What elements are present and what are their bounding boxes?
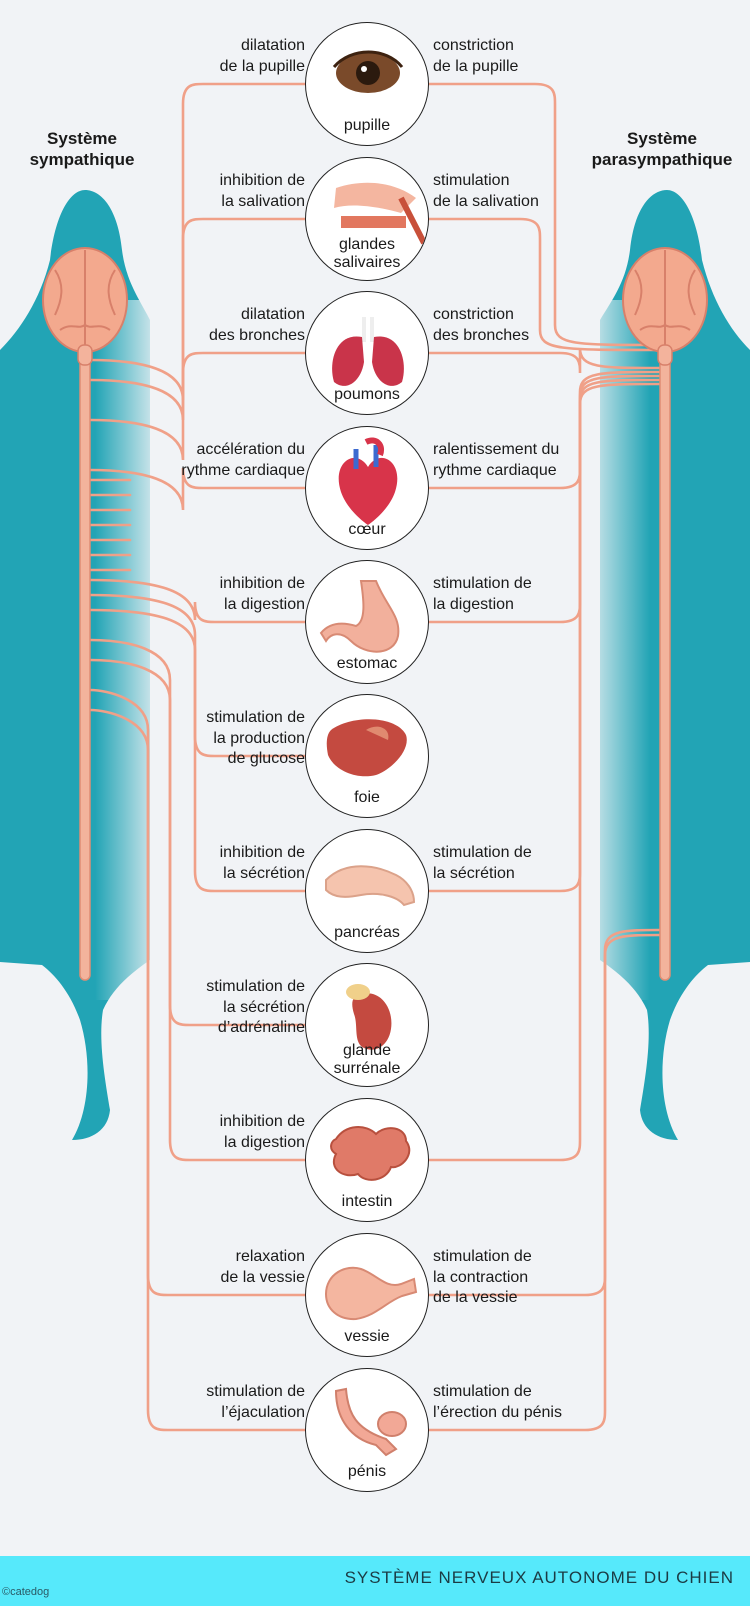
parasympathetic-effect-label: constriction des bronches [433,306,530,344]
dog-silhouette-right [580,190,750,1140]
parasympathetic-nerve-branch [427,217,662,352]
bladder-icon [324,1266,418,1321]
sympathetic-effect-label: inhibition de la salivation [219,172,305,210]
sympathetic-nerve-branch [88,638,307,1027]
dog-silhouette-left [0,190,165,1140]
organ-name: foie [354,789,380,806]
stomach-icon [319,580,400,653]
sympathetic-nerve-branch [88,708,307,1432]
organ-circle: pénis [305,1368,429,1492]
sympathetic-effect-label: stimulation de l’éjaculation [206,1383,305,1421]
nerve-pathways [88,82,662,1432]
spinal-cord-left [79,344,91,981]
salivary-glands-icon [334,182,427,245]
sympathetic-nerve-branch [88,658,307,1162]
parasympathetic-effect-label: stimulation de la contraction de la vess… [433,1248,532,1306]
sympathetic-nerve-branch [88,593,307,758]
organ-name: glandes salivaires [333,236,401,271]
eye-icon [332,50,404,93]
spinal-cord-right [659,344,671,981]
organ-circle: poumons [305,291,429,415]
adrenal-gland-icon [346,984,392,1050]
penis-icon [334,1387,407,1457]
organ-name: vessie [344,1328,390,1345]
organ-circle: glandes salivaires [305,157,429,281]
sympathetic-effect-label: stimulation de la production de glucose [206,709,305,767]
sympathetic-effect-label: dilatation de la pupille [219,37,305,75]
intestine-icon [330,1126,411,1181]
brain-icon-right [622,247,708,366]
organ-circle: pancréas [305,829,429,953]
lungs-icon [332,317,404,386]
sympathetic-nerve-branch [88,608,307,893]
nerve-diagram-graphics [0,82,750,1432]
organ-name: intestin [341,1193,393,1210]
liver-icon [326,719,407,777]
sympathetic-effect-label: inhibition de la digestion [219,1113,305,1151]
copyright-credit: ©catedog [2,1586,50,1598]
sympathetic-nerve-branch [88,688,307,1297]
parasympathetic-effect-label: ralentissement du rythme cardiaque [433,441,560,479]
organ-circle: glande surrénale [305,963,429,1087]
organ-name: glande surrénale [333,1042,401,1077]
sympathetic-effect-label: inhibition de la sécrétion [219,844,305,882]
sympathetic-effect-label: inhibition de la digestion [219,575,305,613]
sympathetic-nerve-branch [88,467,307,511]
parasympathetic-effect-label: stimulation de l’érection du pénis [433,1383,562,1421]
parasympathetic-nerve-branch [427,347,662,374]
sympathetic-effect-label: accélération du rythme cardiaque [181,441,305,479]
organ-name: pancréas [334,924,400,941]
parasympathetic-effect-label: stimulation de la digestion [433,575,532,613]
organ-name: estomac [336,655,398,672]
organ-name: poumons [334,386,400,403]
footer-title: SYSTÈME NERVEUX AUTONOME DU CHIEN [344,1568,734,1587]
organ-circle: vessie [305,1233,429,1357]
organ-circle: intestin [305,1098,429,1222]
organ-name: cœur [348,521,386,538]
organ-circle: foie [305,694,429,818]
organ-name: pupille [343,117,391,134]
sympathetic-system-title: Système sympathique [29,129,135,169]
brain-icon-left [42,247,128,366]
sympathetic-effect-label: relaxation de la vessie [220,1248,306,1286]
parasympathetic-nerve-branch [427,82,662,347]
parasympathetic-effect-label: stimulation de la salivation [433,172,539,210]
sympathetic-effect-label: stimulation de la sécrétion d’adrénaline [206,978,305,1036]
parasympathetic-system-title: Système parasympathique [591,129,733,169]
organ-circle: cœur [305,426,429,550]
sympathetic-nerve-branch [88,578,307,624]
parasympathetic-nerve-branch [427,933,662,1432]
pancreas-icon [325,865,416,907]
parasympathetic-nerve-branch [427,382,662,1162]
sympathetic-effect-label: dilatation des bronches [208,306,305,344]
parasympathetic-effect-label: stimulation de la sécrétion [433,844,532,882]
organ-circle: pupille [305,22,429,146]
parasympathetic-effect-label: constriction de la pupille [433,37,519,75]
footer-bar: SYSTÈME NERVEUX AUTONOME DU CHIEN [0,1556,750,1606]
heart-icon [338,437,398,525]
sympathetic-nerve-branch [88,351,307,461]
organ-circle: estomac [305,560,429,684]
organ-name: pénis [347,1463,387,1480]
